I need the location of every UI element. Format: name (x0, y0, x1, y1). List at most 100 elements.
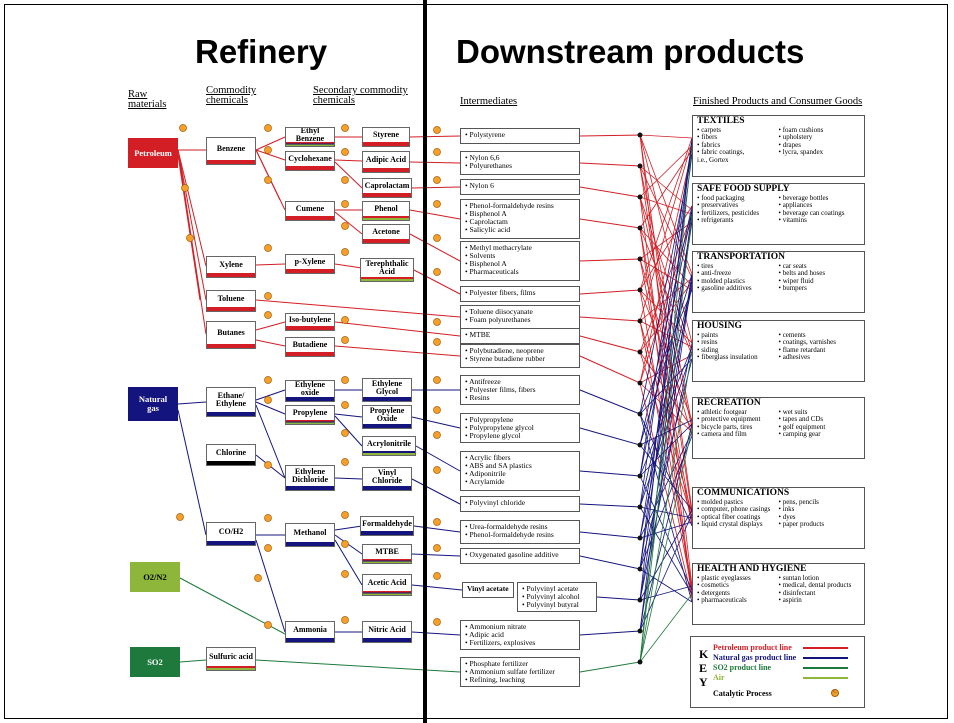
flow-line (411, 478, 461, 505)
node-butadiene: Butadiene (285, 337, 335, 357)
intermediate-line: • Refining, leaching (465, 675, 525, 684)
key-letter-k: K (699, 647, 709, 661)
catalytic-process-icon (264, 124, 272, 132)
flow-line (334, 161, 363, 189)
catalytic-process-icon (186, 234, 194, 242)
intermediate-nylon-6: • Nylon 6 (460, 179, 580, 195)
flow-line (409, 233, 461, 262)
flow-line (639, 227, 693, 523)
junction-dot (637, 411, 643, 417)
finished-column-right: • beverage bottles• appliances• beverage… (778, 194, 861, 225)
catalytic-process-icon (433, 376, 441, 384)
finished-item: • detergents (697, 588, 730, 597)
node-ethyl-benzene: Ethyl Benzene (285, 127, 335, 147)
intermediate-line: • Resins (465, 393, 490, 402)
node-xylene: Xylene (206, 256, 256, 278)
finished-item: • golf equipment (778, 422, 826, 431)
intermediate-acrylic-fibers: • Acrylic fibers• ABS and SA plastics• A… (460, 451, 580, 491)
flow-line (639, 258, 693, 437)
flow-line (639, 134, 693, 275)
intermediate-polypropylene: • Polypropylene• Polypropylene glycol• P… (460, 413, 580, 443)
flow-line (596, 596, 641, 601)
intermediate-line: • MTBE (465, 330, 491, 339)
node-caprolactam: Caprolactam (362, 178, 412, 198)
flow-line (639, 427, 693, 663)
node-mtbe: MTBE (362, 544, 412, 564)
node-styrene: Styrene (362, 127, 410, 147)
finished-transportation: TRANSPORTATION• tires• anti-freeze• mold… (692, 251, 865, 313)
flow-line (639, 145, 693, 198)
flow-line (411, 631, 461, 636)
catalytic-process-icon (433, 406, 441, 414)
catalytic-process-icon (181, 184, 189, 192)
catalytic-process-icon (433, 518, 441, 526)
intermediate-line: • Ammonium sulfate fertilizer (465, 667, 555, 676)
junction-dot (637, 442, 643, 448)
finished-item: • tapes and CDs (778, 415, 824, 423)
node-ammonia: Ammonia (285, 621, 335, 643)
finished-item: • foam cushions (778, 125, 824, 134)
catalytic-process-icon (264, 292, 272, 300)
finished-item: • drapes (778, 140, 801, 149)
flow-line (579, 470, 641, 477)
flow-line (255, 149, 281, 201)
finished-column-right: • wet suits• tapes and CDs• golf equipme… (778, 408, 861, 439)
intermediate-line: • Polystyrene (465, 130, 505, 139)
header-commodity-chemicals: Commodity chemicals (206, 85, 257, 106)
finished-item: • fabric coatings, (697, 148, 745, 156)
finished-item: i.e., Gortex (697, 155, 729, 164)
flow-line (639, 419, 693, 446)
intermediate-line: • Urea-formaldehyde resins (465, 522, 548, 531)
flow-line (579, 258, 641, 262)
intermediate-polyester-fibers: • Polyester fibers, films (460, 286, 580, 302)
intermediate-line: • Caprolactam (465, 217, 508, 226)
flow-line (639, 134, 693, 511)
intermediate-antifreeze: • Antifreeze• Polyester films, fibers• R… (460, 375, 580, 405)
node-co-h2: CO/H2 (206, 522, 256, 546)
intermediate-line: • Phenol-formaldehyde resins (465, 201, 554, 210)
finished-column-left: • athletic footgear• protective equipmen… (697, 408, 779, 439)
intermediate-line: • Acrylic fibers (465, 453, 511, 462)
catalytic-process-icon (341, 429, 349, 437)
key-letter-y: Y (699, 675, 708, 689)
flow-line (639, 358, 693, 570)
header-finished-products: Finished Products and Consumer Goods (693, 96, 863, 107)
intermediate-vinyl-acetate: Vinyl acetate (462, 582, 514, 598)
flow-line (411, 584, 463, 591)
flow-line (639, 165, 693, 425)
intermediate-line: • Nylon 6,6 (465, 153, 500, 162)
junction-dot (637, 504, 643, 510)
raw-so2: SO2 (130, 647, 180, 677)
flow-line (255, 404, 286, 479)
finished-item: • coatings, varnishes (778, 338, 836, 346)
finished-category-title: SAFE FOOD SUPPLY (697, 184, 790, 194)
finished-category-title: TEXTILES (697, 116, 745, 126)
catalytic-process-icon (433, 338, 441, 346)
node-propylene: Propylene (285, 405, 335, 425)
flow-line (255, 321, 286, 331)
intermediate-line: • Acrylamide (465, 477, 505, 486)
flow-line (639, 281, 693, 353)
flow-line (579, 134, 641, 137)
flow-line (639, 141, 693, 477)
flow-line (579, 555, 641, 570)
flow-line (639, 145, 693, 508)
catalytic-process-icon (433, 148, 441, 156)
catalytic-process-icon (179, 124, 187, 132)
finished-item: • pens, pencils (778, 497, 819, 506)
finished-item: • pharmaceuticals (697, 596, 747, 604)
finished-item: • plastic eyeglasses (697, 573, 751, 582)
flow-line (579, 289, 641, 295)
catalytic-process-icon (264, 376, 272, 384)
flow-line (639, 209, 693, 632)
catalytic-process-icon (264, 621, 272, 629)
catalytic-process-icon (433, 318, 441, 326)
flow-line (334, 539, 363, 586)
finished-item: • gasoline additives (697, 284, 752, 292)
intermediate-line: • Oxygenated gasoline additive (465, 550, 559, 559)
finished-item: • appliances (778, 201, 813, 209)
intermediate-line: • Bisphenol A (465, 259, 507, 268)
intermediate-line: • Polypropylene (465, 415, 514, 424)
junction-dot (637, 566, 643, 572)
